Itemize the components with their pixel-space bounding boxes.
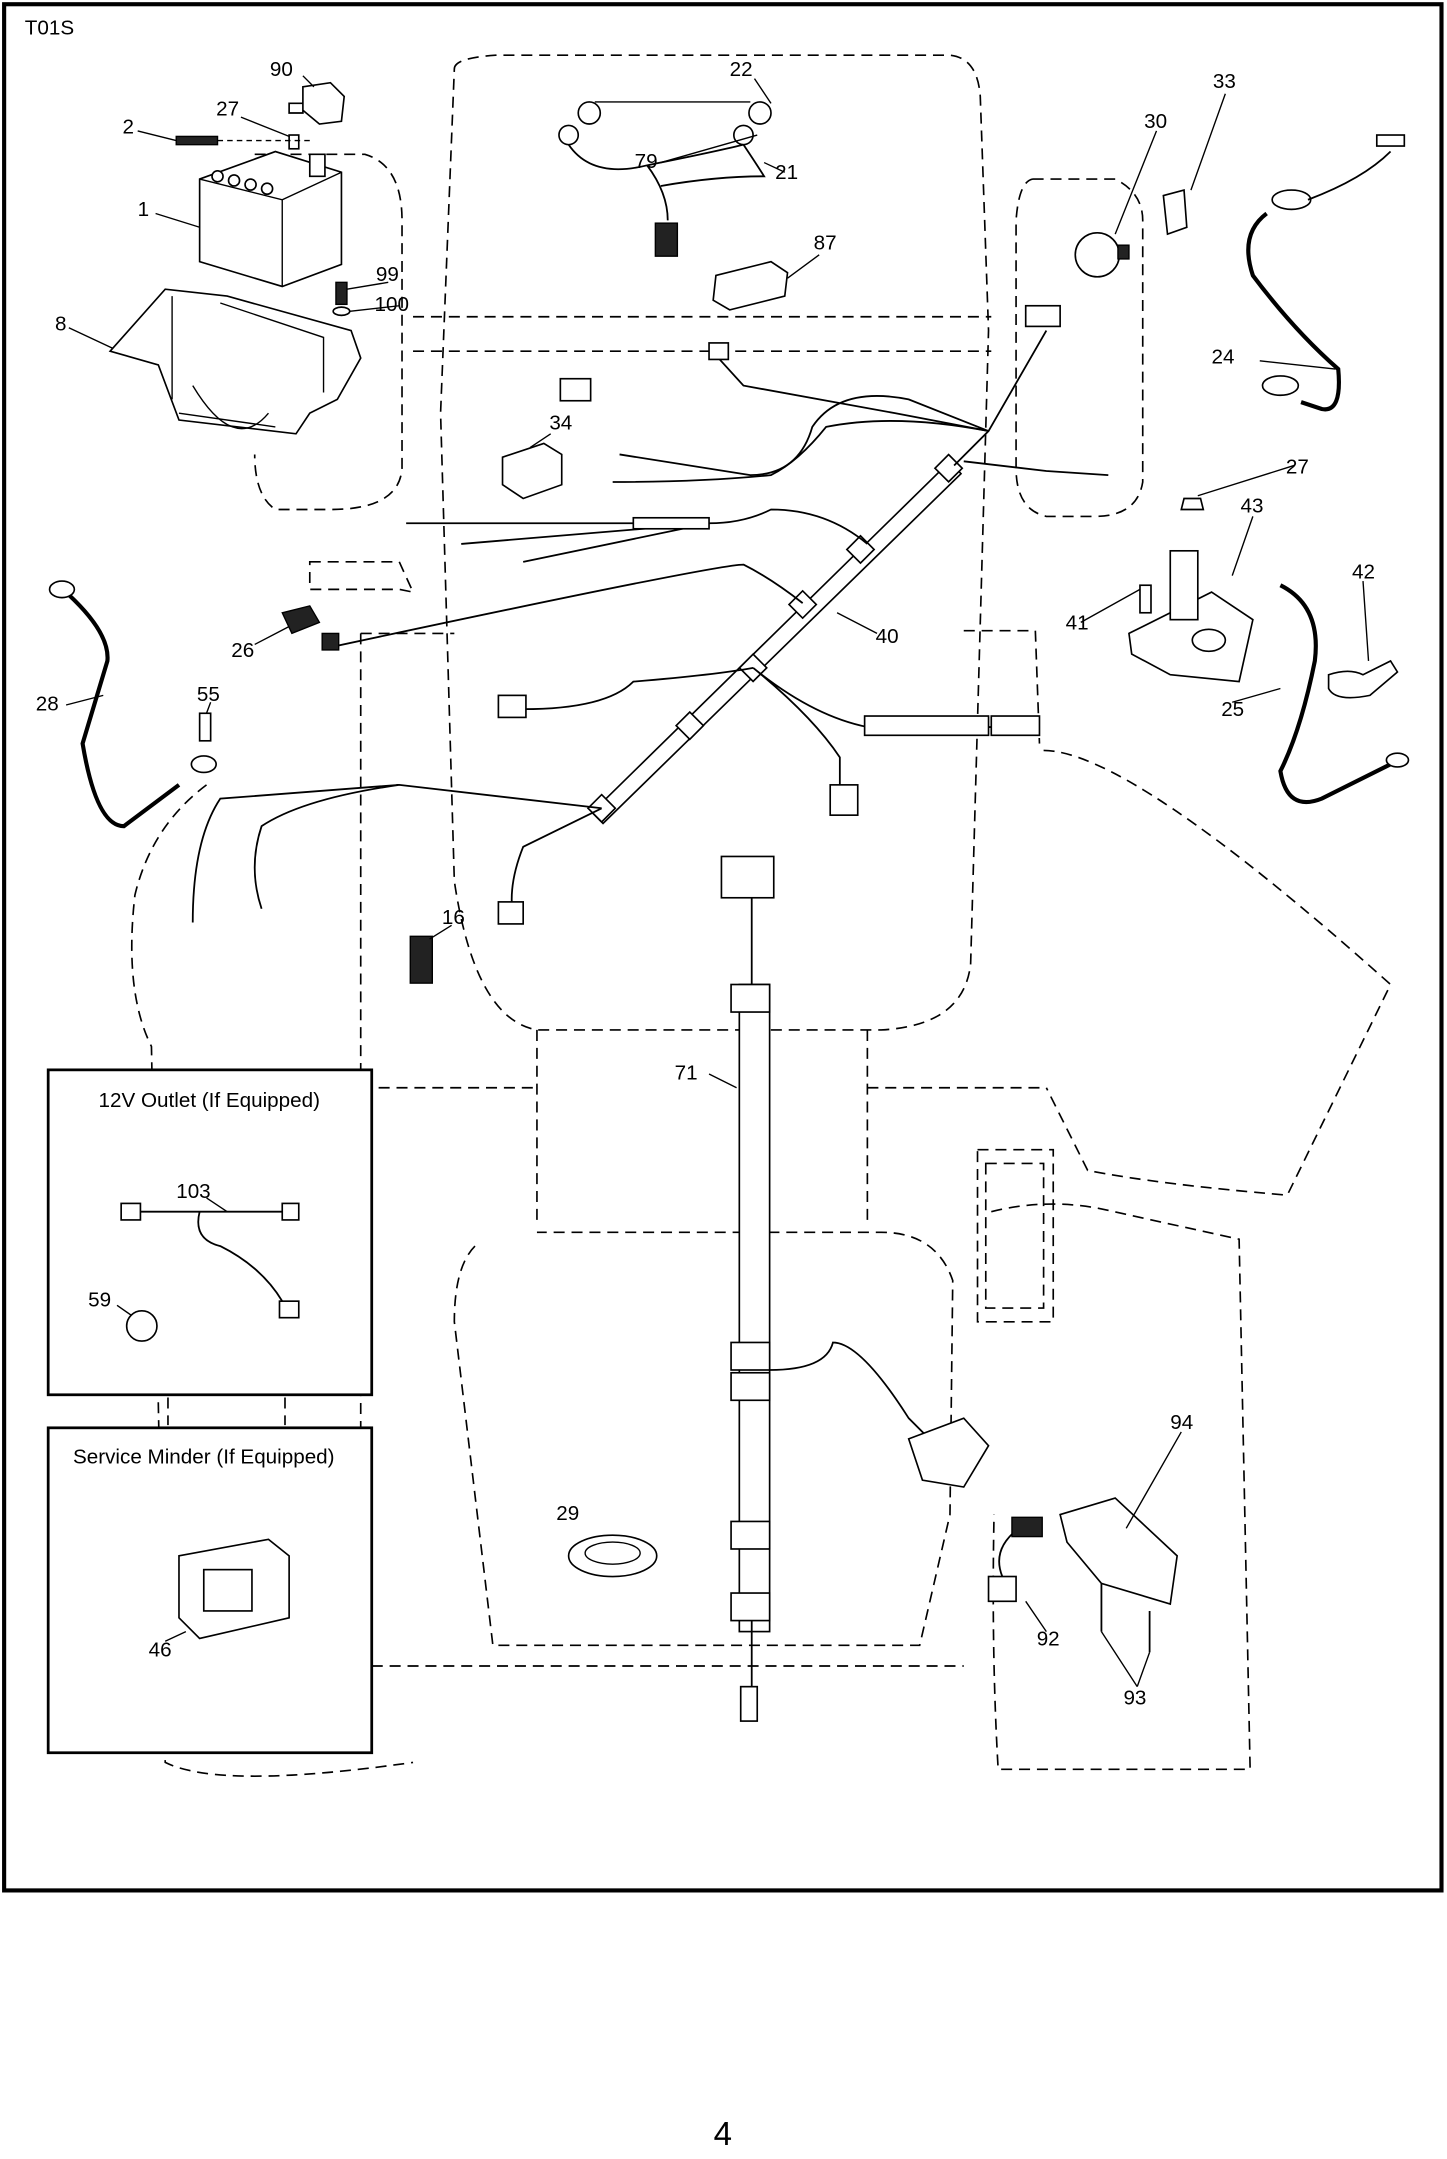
callout-46: 46 (149, 1638, 172, 1661)
module-94 (1059, 1497, 1179, 1606)
tractor-outline (130, 54, 1392, 1777)
fuse (281, 605, 321, 635)
leader-lines (65, 75, 1370, 1688)
callout-59: 59 (88, 1289, 111, 1312)
callout-27: 27 (216, 98, 239, 121)
connector-16 (409, 935, 433, 984)
nut (288, 134, 300, 150)
fuse-holder (321, 632, 340, 651)
callout-labels: 90 27 2 1 99 100 8 22 79 21 87 30 33 24 … (36, 58, 1375, 1710)
callout-1: 1 (138, 198, 149, 221)
callout-30: 30 (1144, 110, 1167, 133)
page-number: 4 (714, 2116, 732, 2153)
ignition-key (1162, 189, 1188, 236)
callout-79: 79 (635, 150, 658, 173)
callout-28: 28 (36, 693, 59, 716)
main-harness (191, 304, 1109, 925)
callout-55: 55 (197, 683, 220, 706)
callout-16: 16 (442, 906, 465, 929)
battery-tray (108, 288, 362, 435)
bolt (175, 135, 219, 146)
battery-cable-24 (1246, 211, 1341, 412)
relay (712, 260, 789, 311)
callout-92: 92 (1037, 1627, 1060, 1650)
callout-21: 21 (775, 161, 798, 184)
callout-8: 8 (55, 313, 66, 336)
callout-22: 22 (730, 58, 753, 81)
headlight-harness (558, 101, 772, 257)
callout-33: 33 (1213, 70, 1236, 93)
callout-41: 41 (1066, 611, 1089, 634)
callout-90: 90 (270, 58, 293, 81)
starter-solenoid (1128, 497, 1254, 683)
bolt-41 (1139, 584, 1152, 614)
service-minder-box: Service Minder (If Equipped) (46, 1426, 374, 1755)
callout-43: 43 (1240, 494, 1263, 517)
screw-55 (198, 712, 212, 742)
callout-87: 87 (814, 231, 837, 254)
ignition-switch (1074, 231, 1130, 278)
callout-24: 24 (1212, 346, 1235, 369)
callout-71: 71 (675, 1062, 698, 1085)
callout-27b: 27 (1286, 456, 1309, 479)
washer-100 (332, 306, 351, 317)
rocker-switch (501, 442, 563, 500)
callout-99: 99 (376, 263, 399, 286)
grommet-29 (567, 1534, 658, 1578)
screws-93 (1100, 1583, 1151, 1653)
outlet-box-title: 12V Outlet (If Equipped) (99, 1089, 320, 1112)
callout-103: 103 (176, 1180, 210, 1203)
terminal-boot (1327, 659, 1399, 699)
bolt-99 (335, 281, 348, 306)
callout-26: 26 (231, 639, 254, 662)
battery-cable-28 (67, 593, 181, 829)
callout-94: 94 (1170, 1411, 1193, 1434)
harness-71 (720, 855, 990, 1722)
outlet-box: 12V Outlet (If Equipped) (46, 1068, 374, 1397)
diagram-frame (2, 2, 1444, 1893)
callout-100: 100 (374, 293, 408, 316)
callout-93: 93 (1123, 1687, 1146, 1710)
callout-29: 29 (556, 1502, 579, 1525)
callout-2: 2 (123, 116, 134, 139)
diagram-code: T01S (25, 17, 74, 40)
callout-25: 25 (1221, 698, 1244, 721)
callout-42: 42 (1352, 560, 1375, 583)
callout-34: 34 (549, 412, 572, 435)
service-minder-box-title: Service Minder (If Equipped) (73, 1446, 335, 1469)
callout-40: 40 (876, 625, 899, 648)
battery (198, 150, 343, 288)
terminal-cover (288, 81, 346, 125)
battery-cable-25 (1278, 583, 1392, 805)
